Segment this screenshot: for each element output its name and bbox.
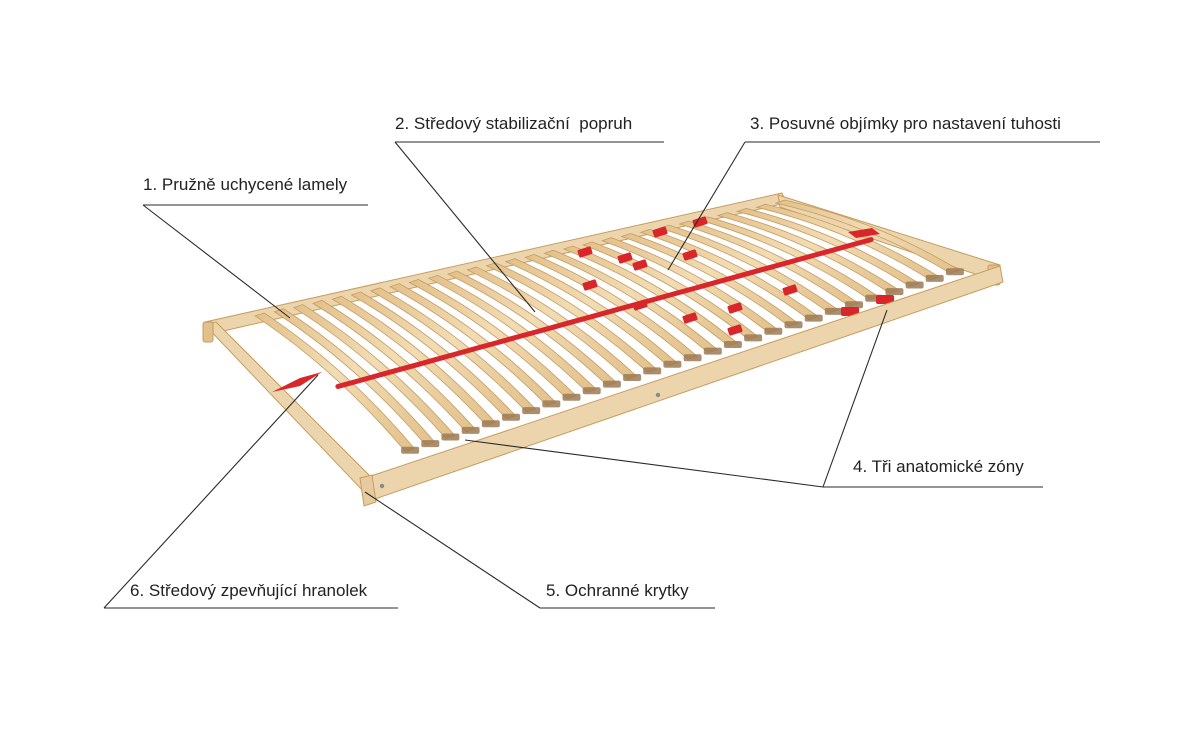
slat bbox=[678, 220, 860, 307]
callout-label-popruh: 2. Středový stabilizační popruh bbox=[395, 114, 633, 133]
slat-holder bbox=[764, 327, 783, 335]
stiffness-sleeve bbox=[652, 226, 668, 238]
callout-label-hranolek: 6. Středový zpevňující hranolek bbox=[130, 581, 368, 600]
callout-leader-popruh bbox=[394, 141, 536, 313]
center-strap-group bbox=[272, 216, 894, 392]
slat-holder bbox=[602, 380, 621, 388]
front-frame-group bbox=[359, 265, 1004, 507]
callout-label-zony: 4. Tři anatomické zóny bbox=[853, 457, 1024, 476]
slat-holder bbox=[683, 354, 702, 362]
slat-holder bbox=[744, 334, 763, 342]
callout-label-lamely: 1. Pružně uchycené lamely bbox=[143, 175, 348, 194]
leader-lines-group bbox=[103, 141, 1100, 609]
slat-holder bbox=[703, 347, 722, 355]
slat-holder bbox=[925, 274, 944, 282]
callout-leader-zony bbox=[464, 439, 824, 488]
slat-holder bbox=[461, 426, 480, 434]
stiffness-sleeve bbox=[682, 249, 698, 261]
slat-holder bbox=[845, 301, 863, 309]
slat-holder bbox=[623, 374, 642, 381]
screw bbox=[655, 392, 661, 398]
red-cap bbox=[876, 295, 894, 304]
callout-leader-krytky bbox=[364, 491, 541, 609]
slat-holder bbox=[562, 393, 581, 401]
slat-holder bbox=[481, 420, 500, 428]
callout-label-objimky: 3. Posuvné objímky pro nastavení tuhosti bbox=[750, 114, 1061, 133]
center-strap bbox=[335, 237, 874, 389]
stiffness-sleeve bbox=[632, 259, 648, 271]
stiffness-sleeve bbox=[692, 216, 708, 228]
slat-holder bbox=[441, 433, 460, 441]
slat-holder bbox=[663, 360, 682, 368]
slats-group bbox=[254, 199, 964, 454]
red-cap bbox=[841, 307, 859, 316]
slat-holder bbox=[522, 407, 541, 415]
screw bbox=[379, 483, 385, 489]
slat-holder bbox=[804, 314, 823, 322]
callout-leader-zony bbox=[822, 309, 888, 488]
callout-leader-lamely bbox=[142, 204, 291, 319]
callout-leader-hranolek bbox=[103, 374, 319, 609]
stiffness-sleeve bbox=[617, 252, 633, 264]
slat-holder bbox=[723, 341, 742, 348]
stiffness-sleeve bbox=[682, 312, 698, 324]
slat bbox=[620, 233, 799, 327]
slat-holder bbox=[885, 288, 904, 296]
stiffness-sleeve bbox=[727, 302, 743, 314]
slat-holder bbox=[784, 321, 803, 329]
slat-holder bbox=[401, 446, 420, 454]
strap-end-right bbox=[848, 228, 880, 238]
slat-holder bbox=[421, 440, 440, 448]
slat-holder bbox=[905, 281, 924, 289]
callout-leader-objimky bbox=[667, 141, 746, 271]
stiffness-sleeve bbox=[727, 324, 743, 336]
stiffness-sleeve bbox=[582, 279, 598, 291]
stiffness-sleeve bbox=[782, 284, 798, 296]
stiffness-sleeve bbox=[577, 246, 593, 258]
slat-holder bbox=[643, 367, 662, 375]
slat-holder bbox=[824, 307, 843, 315]
callout-label-krytky: 5. Ochranné krytky bbox=[546, 581, 689, 600]
strap-end-left bbox=[272, 372, 322, 392]
slat-holder bbox=[582, 387, 601, 395]
protective-cap bbox=[359, 474, 377, 507]
back-left-end-cap bbox=[202, 321, 214, 343]
slat-holder bbox=[945, 268, 964, 276]
stiffness-sleeve bbox=[632, 299, 648, 311]
slat bbox=[581, 241, 759, 340]
slat-holder bbox=[502, 413, 520, 421]
slat-holder bbox=[542, 400, 561, 408]
